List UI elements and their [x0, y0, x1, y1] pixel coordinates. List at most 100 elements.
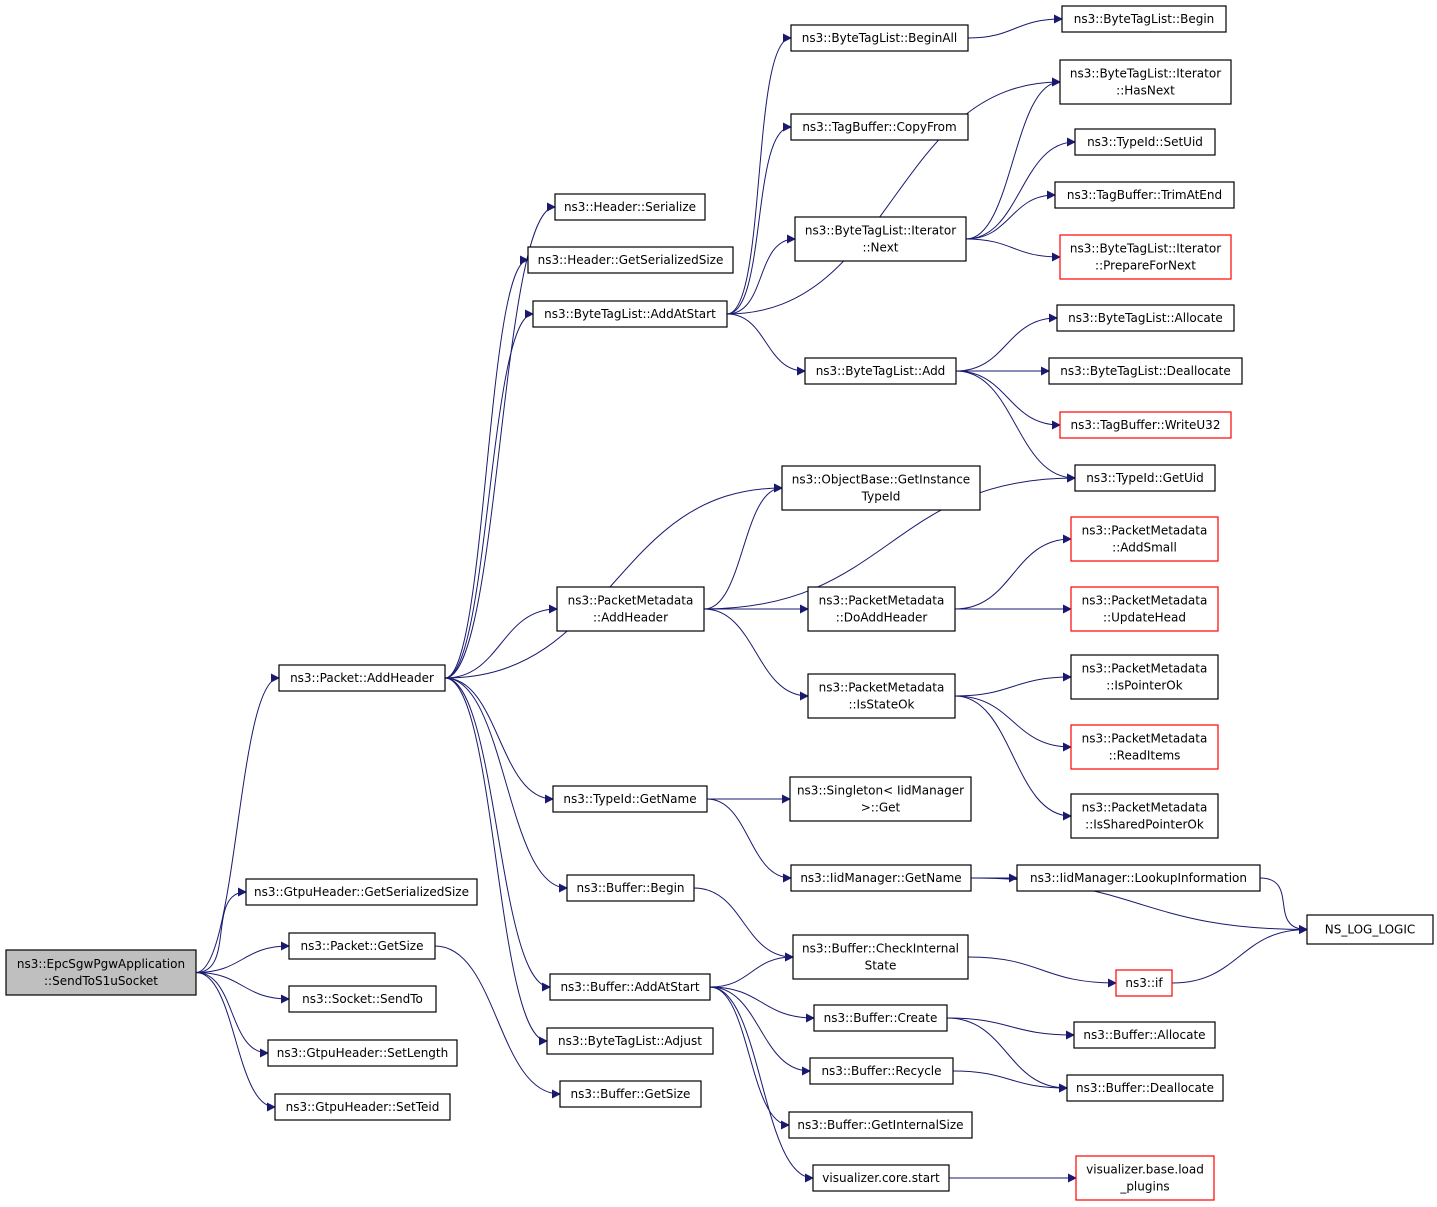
- node-label: ns3::EpcSgwPgwApplication: [17, 957, 185, 971]
- node-label: ::ReadItems: [1109, 749, 1181, 763]
- node-socket-sendto[interactable]: ns3::Socket::SendTo: [288, 985, 437, 1013]
- node-box: [812, 1164, 950, 1192]
- node-visualizer-base-load-plugins[interactable]: visualizer.base.load_plugins: [1075, 1155, 1215, 1201]
- node-label: ns3::PacketMetadata: [1082, 732, 1208, 746]
- node-label: ns3::ObjectBase::GetInstance: [792, 473, 970, 487]
- node-buffer-getinternalsize[interactable]: ns3::Buffer::GetInternalSize: [788, 1111, 973, 1139]
- edge-buffer-addatstart-to-buffer-recycle: [709, 986, 811, 1076]
- node-buffer-deallocate[interactable]: ns3::Buffer::Deallocate: [1066, 1074, 1224, 1102]
- node-buffer-create[interactable]: ns3::Buffer::Create: [813, 1004, 948, 1032]
- node-pm-updatehead[interactable]: ns3::PacketMetadata::UpdateHead: [1070, 586, 1219, 632]
- node-btl-allocate[interactable]: ns3::ByteTagList::Allocate: [1056, 304, 1235, 332]
- node-btl-beginall[interactable]: ns3::ByteTagList::BeginAll: [790, 24, 969, 52]
- node-typeid-setuid[interactable]: ns3::TypeId::SetUid: [1074, 128, 1216, 156]
- node-singleton-get[interactable]: ns3::Singleton< IidManager>::Get: [789, 776, 972, 822]
- node-pm-addsmall[interactable]: ns3::PacketMetadata::AddSmall: [1070, 516, 1219, 562]
- node-box: [790, 864, 972, 892]
- node-pm-readitems[interactable]: ns3::PacketMetadata::ReadItems: [1070, 724, 1219, 770]
- node-gtpu-setteid[interactable]: ns3::GtpuHeader::SetTeid: [274, 1093, 451, 1121]
- edge-btl-addatstart-to-btl-add: [726, 313, 806, 376]
- node-box: [546, 1027, 714, 1055]
- node-btl-iter-preparefornext[interactable]: ns3::ByteTagList::Iterator::PrepareForNe…: [1059, 234, 1232, 280]
- node-label: ns3::ByteTagList::Add: [816, 364, 946, 378]
- node-typeid-getuid[interactable]: ns3::TypeId::GetUid: [1074, 464, 1216, 492]
- node-label: ::Next: [862, 241, 898, 255]
- node-label: ::UpdateHead: [1103, 611, 1186, 625]
- node-btl-begin[interactable]: ns3::ByteTagList::Begin: [1061, 5, 1227, 33]
- edge-root-to-packet-addheader: [195, 673, 280, 973]
- node-ns3-if[interactable]: ns3::if: [1115, 969, 1173, 997]
- edge-root-to-gtpu-getserializedsize: [195, 887, 247, 973]
- node-buffer-addatstart[interactable]: ns3::Buffer::AddAtStart: [549, 973, 711, 1001]
- node-tagbuffer-writeu32[interactable]: ns3::TagBuffer::WriteU32: [1059, 411, 1232, 439]
- node-box: [781, 465, 981, 511]
- node-box: [1059, 411, 1232, 439]
- node-box: [5, 949, 197, 996]
- edge-pm-doaddheader-to-pm-addsmall: [954, 534, 1072, 610]
- edge-buffer-addatstart-to-visualizer-core-start: [709, 986, 814, 1183]
- node-tagbuffer-trimatend[interactable]: ns3::TagBuffer::TrimAtEnd: [1054, 181, 1235, 209]
- node-label: ns3::GtpuHeader::SetLength: [277, 1046, 448, 1060]
- node-label: ::HasNext: [1116, 84, 1175, 98]
- edge-packet-addheader-to-objectbase-getinstancetypeid: [444, 483, 783, 679]
- node-box: [809, 1057, 954, 1085]
- node-btl-deallocate[interactable]: ns3::ByteTagList::Deallocate: [1048, 357, 1243, 385]
- node-gtpu-setlength[interactable]: ns3::GtpuHeader::SetLength: [267, 1039, 458, 1067]
- node-label: ::SendToS1uSocket: [44, 974, 158, 988]
- node-box: [1059, 59, 1232, 105]
- node-pm-issharedpointerok[interactable]: ns3::PacketMetadata::IsSharedPointerOk: [1070, 793, 1219, 839]
- node-box: [1070, 516, 1219, 562]
- node-label: State: [865, 959, 897, 973]
- edge-buffer-addatstart-to-buffer-getinternalsize: [709, 986, 790, 1130]
- node-box: [1061, 5, 1227, 33]
- node-pm-doaddheader[interactable]: ns3::PacketMetadata::DoAddHeader: [807, 586, 956, 632]
- node-btl-adjust[interactable]: ns3::ByteTagList::Adjust: [546, 1027, 714, 1055]
- node-label: ns3::Header::GetSerializedSize: [538, 253, 724, 267]
- node-pm-addheader[interactable]: ns3::PacketMetadata::AddHeader: [556, 586, 705, 632]
- node-header-serialize[interactable]: ns3::Header::Serialize: [554, 193, 706, 221]
- node-pm-isstateok[interactable]: ns3::PacketMetadata::IsStateOk: [807, 673, 956, 719]
- node-box: [549, 973, 711, 1001]
- node-label: TypeId: [861, 490, 901, 504]
- node-btl-add[interactable]: ns3::ByteTagList::Add: [804, 357, 957, 385]
- node-iidmanager-getname[interactable]: ns3::IidManager::GetName: [790, 864, 972, 892]
- node-packet-getsize[interactable]: ns3::Packet::GetSize: [288, 932, 436, 960]
- node-buffer-begin[interactable]: ns3::Buffer::Begin: [566, 874, 695, 902]
- node-buffer-recycle[interactable]: ns3::Buffer::Recycle: [809, 1057, 954, 1085]
- node-btl-addatstart[interactable]: ns3::ByteTagList::AddAtStart: [532, 300, 728, 328]
- node-label: ns3::GtpuHeader::SetTeid: [286, 1100, 440, 1114]
- node-label: ::IsPointerOk: [1106, 679, 1182, 693]
- node-pm-ispointerok[interactable]: ns3::PacketMetadata::IsPointerOk: [1070, 654, 1219, 700]
- node-label: ns3::TagBuffer::WriteU32: [1071, 418, 1221, 432]
- node-box: [1070, 793, 1219, 839]
- node-ns-log-logic[interactable]: NS_LOG_LOGIC: [1306, 914, 1434, 945]
- node-label: ns3::Buffer::Deallocate: [1076, 1081, 1214, 1095]
- edge-packet-addheader-to-btl-adjust: [444, 677, 548, 1046]
- node-label: ns3::ByteTagList::Iterator: [805, 224, 956, 238]
- node-box: [807, 673, 956, 719]
- edge-pm-addheader-to-pm-isstateok: [703, 608, 809, 701]
- node-btl-iter-hasnext[interactable]: ns3::ByteTagList::Iterator::HasNext: [1059, 59, 1232, 105]
- node-box: [556, 586, 705, 632]
- node-header-getserializedsize[interactable]: ns3::Header::GetSerializedSize: [527, 246, 734, 274]
- edge-btl-iter-next-to-typeid-setuid: [965, 137, 1076, 240]
- node-buffer-allocate[interactable]: ns3::Buffer::Allocate: [1073, 1021, 1216, 1049]
- node-btl-iter-next[interactable]: ns3::ByteTagList::Iterator::Next: [794, 216, 967, 262]
- node-box: [1048, 357, 1243, 385]
- node-visualizer-core-start[interactable]: visualizer.core.start: [812, 1164, 950, 1192]
- edge-btl-add-to-btl-allocate: [955, 313, 1058, 372]
- node-buffer-getsize[interactable]: ns3::Buffer::GetSize: [559, 1080, 702, 1108]
- node-typeid-getname[interactable]: ns3::TypeId::GetName: [552, 785, 708, 813]
- node-iidmanager-lookupinformation[interactable]: ns3::IidManager::LookupInformation: [1016, 864, 1261, 892]
- node-root[interactable]: ns3::EpcSgwPgwApplication::SendToS1uSock…: [5, 949, 197, 996]
- edge-packet-addheader-to-buffer-begin: [444, 677, 568, 893]
- node-packet-addheader[interactable]: ns3::Packet::AddHeader: [278, 664, 446, 692]
- node-box: [1070, 724, 1219, 770]
- node-label: ns3::Buffer::GetInternalSize: [797, 1118, 963, 1132]
- node-tagbuffer-copyfrom[interactable]: ns3::TagBuffer::CopyFrom: [790, 113, 969, 141]
- node-box: [554, 193, 706, 221]
- node-box: [288, 932, 436, 960]
- node-gtpu-getserializedsize[interactable]: ns3::GtpuHeader::GetSerializedSize: [245, 878, 478, 906]
